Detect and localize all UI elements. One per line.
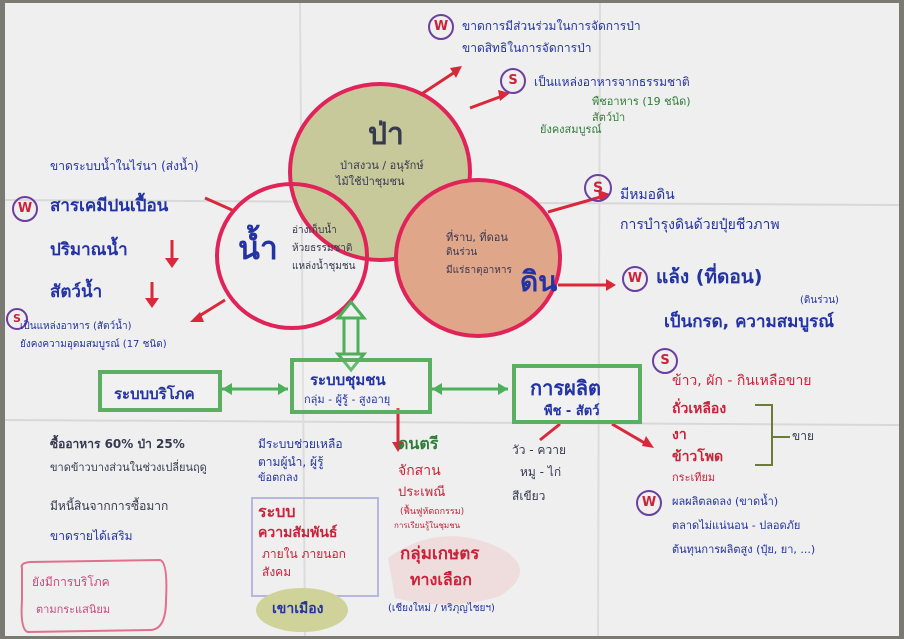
- soil-line: ที่ราบ, ที่ดอน: [446, 231, 508, 244]
- consumption-item: มีหนี้สินจากการซื้อมาก: [50, 499, 169, 513]
- arrow-vertical: [342, 316, 360, 356]
- relation-line: สังคม: [262, 565, 292, 579]
- production-w-item: ผลผลิตลดลง (ขาดน้ำ): [672, 495, 779, 508]
- pink-line: ยังมีการบริโภค: [32, 575, 110, 589]
- group-sub: (เชียงใหม่ / หริภุญไชยฯ): [388, 603, 495, 614]
- pink-note-box: [20, 558, 168, 634]
- s-badge: S: [500, 68, 526, 94]
- arrow-forest-s: [469, 93, 506, 110]
- group-line: กลุ่มเกษตร: [400, 544, 480, 564]
- production-item: กระเทียม: [672, 471, 716, 484]
- consumption-item: ขาดรายได้เสริม: [50, 529, 133, 543]
- top-s-item: พืชอาหาร (19 ชนิด): [592, 95, 691, 108]
- production-title: การผลิต: [530, 376, 602, 400]
- top-w-item: ขาดการมีส่วนร่วมในการจัดการป่า: [462, 19, 641, 33]
- community-red-item: จักสาน: [398, 463, 441, 479]
- relation-line: ความสัมพันธ์: [258, 525, 338, 541]
- relation-line: ระบบ: [258, 502, 296, 521]
- left-item: ขาดระบบน้ำในไร่นา (ส่งน้ำ): [50, 159, 199, 173]
- arrow-production-crops: [611, 422, 649, 447]
- production-side-item: วัว - ควาย: [512, 443, 566, 457]
- arrow-down-icon: [145, 298, 159, 308]
- production-item: ข้าว, ผัก - กินเหลือขาย: [672, 373, 812, 389]
- community-box: ระบบชุมชน กลุ่ม - ผู้รู้ - สูงอายุ: [290, 358, 432, 414]
- s-badge: S: [6, 308, 28, 330]
- left-item: สารเคมีปนเปื้อน: [50, 196, 169, 216]
- arrow-water-w: [204, 196, 233, 212]
- water-circle: [215, 182, 369, 330]
- community-red-item: การเรียนรู้ในชุมชน: [394, 521, 461, 530]
- right-item: การบำรุงดินด้วยปุ๋ยชีวภาพ: [620, 217, 780, 233]
- top-w-item: ขาดสิทธิในการจัดการป่า: [462, 41, 592, 55]
- top-s-item: ยังคงสมบูรณ์: [540, 123, 602, 136]
- paper-fold-line: [597, 2, 601, 637]
- leaf-label: เขาเมือง: [272, 601, 324, 617]
- production-side-item: สีเขียว: [512, 489, 546, 503]
- arrow-production-animals: [539, 422, 561, 442]
- water-line: ห้วยธรรมชาติ: [292, 243, 353, 254]
- production-box: การผลิต พืช - สัตว์: [512, 364, 642, 424]
- right-item: เป็นกรด, ความสมบูรณ์: [664, 312, 835, 332]
- top-s-item: เป็นแหล่งอาหารจากธรรมชาติ: [534, 75, 690, 89]
- left-item: สัตว์น้ำ: [50, 282, 103, 302]
- water-line: แหล่งน้ำชุมชน: [292, 261, 356, 272]
- pink-line: ตามกระแสนิยม: [36, 603, 111, 616]
- sell-bracket: [755, 404, 773, 466]
- community-item: ข้อตกลง: [258, 471, 299, 484]
- w-badge: W: [636, 490, 662, 516]
- water-label: น้ำ: [238, 229, 278, 267]
- left-s-item: เป็นแหล่งอาหาร (สัตว์น้ำ): [20, 321, 132, 332]
- w-badge: W: [622, 266, 648, 292]
- group-shape: [388, 536, 520, 605]
- left-s-item: ยังคงความอุดมสมบูรณ์ (17 ชนิด): [20, 339, 167, 350]
- left-item: ปริมาณน้ำ: [50, 240, 128, 260]
- arrow-down-icon: [165, 258, 179, 268]
- s-badge: S: [652, 348, 678, 374]
- production-item: ถั่วเหลือง: [672, 401, 727, 417]
- consumption-box: ระบบบริโภค: [98, 370, 222, 412]
- sell-label: ขาย: [792, 429, 814, 443]
- consumption-item: ขาดข้าวบางส่วนในช่วงเปลี่ยนฤดู: [50, 461, 207, 474]
- production-item: งา: [672, 427, 687, 443]
- leaf-shape: [256, 588, 348, 632]
- w-badge: W: [428, 14, 454, 40]
- consumption-title: ระบบบริโภค: [114, 385, 195, 403]
- right-item: มีหมอดิน: [620, 187, 675, 203]
- arrow-forest-w: [419, 68, 459, 97]
- soil-label: ดิน: [520, 265, 558, 298]
- community-sub: กลุ่ม - ผู้รู้ - สูงอายุ: [304, 393, 391, 406]
- paper-fold-line: [4, 419, 900, 426]
- water-line: อ่างเก็บน้ำ: [292, 225, 337, 236]
- community-red-item: ประเพณี: [398, 485, 446, 500]
- right-item: แล้ง (ที่ดอน): [656, 266, 763, 288]
- production-item: ข้าวโพด: [672, 449, 724, 465]
- community-title: ระบบชุมชน: [310, 371, 386, 389]
- production-sub: พืช - สัตว์: [544, 404, 600, 419]
- community-item: มีระบบช่วยเหลือ: [258, 437, 343, 451]
- soil-line: มีแร่ธาตุอาหาร: [446, 265, 512, 276]
- community-item: ตามผู้นำ, ผู้รู้: [258, 455, 324, 469]
- relation-line: ภายใน ภายนอก: [262, 547, 346, 561]
- group-line: ทางเลือก: [410, 570, 472, 589]
- paper-fold-line: [299, 2, 306, 637]
- soil-line: ดินร่วน: [446, 247, 478, 258]
- s-badge: S: [584, 174, 612, 202]
- w-badge: W: [12, 196, 38, 222]
- soil-circle: [394, 178, 562, 338]
- community-red-item: ดนตรี: [398, 434, 439, 453]
- top-s-item: สัตว์ป่า: [592, 111, 626, 124]
- consumption-item: ซื้ออาหาร 60% ป่า 25%: [50, 437, 185, 451]
- production-w-item: ตลาดไม่แน่นอน - ปลอดภัย: [672, 519, 801, 532]
- right-small: (ดินร่วน): [800, 295, 839, 306]
- production-side-item: หมู - ไก่: [520, 465, 562, 479]
- forest-label: ป่า: [368, 117, 404, 152]
- forest-line: ไม้ใช้ป่าชุมชน: [336, 175, 405, 188]
- forest-line: ป่าสงวน / อนุรักษ์: [340, 159, 424, 172]
- production-w-item: ต้นทุนการผลิตสูง (ปุ๋ย, ยา, ...): [672, 543, 816, 556]
- community-red-item: (ฟื้นฟูหัตถกรรม): [400, 507, 465, 517]
